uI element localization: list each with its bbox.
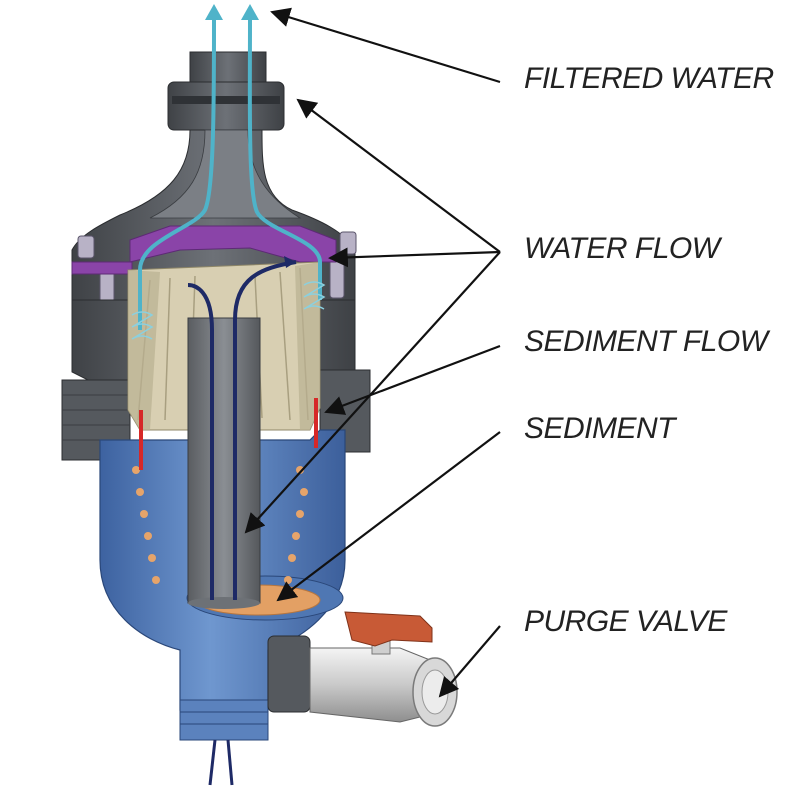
core-bottom xyxy=(188,597,260,609)
outlet-pipe xyxy=(167,51,285,131)
sediment-particles xyxy=(132,466,308,584)
callout-leaders xyxy=(244,7,501,698)
filtered-arrow-left xyxy=(205,4,223,20)
filtered-water-flow xyxy=(138,17,322,330)
inner-water-flow xyxy=(187,260,297,600)
central-core xyxy=(187,317,261,604)
dome-cut-surface xyxy=(149,129,302,219)
drain-outlet xyxy=(179,699,269,786)
label-water-flow: WATER FLOW xyxy=(524,232,720,265)
inner-flow-arrowhead xyxy=(284,256,296,268)
springs xyxy=(131,281,326,340)
purge-valve xyxy=(267,611,458,727)
filtered-arrow-right xyxy=(241,4,259,20)
valve-handle xyxy=(344,611,433,647)
sediment-flow-markers xyxy=(139,398,318,470)
label-sediment-flow: SEDIMENT FLOW xyxy=(524,325,768,358)
label-sediment: SEDIMENT xyxy=(524,412,676,445)
label-purge-valve: PURGE VALVE xyxy=(524,605,727,638)
disc-shadow-left xyxy=(128,270,160,430)
seal-left xyxy=(71,261,133,275)
label-filtered-water: FILTERED WATER xyxy=(524,62,774,95)
